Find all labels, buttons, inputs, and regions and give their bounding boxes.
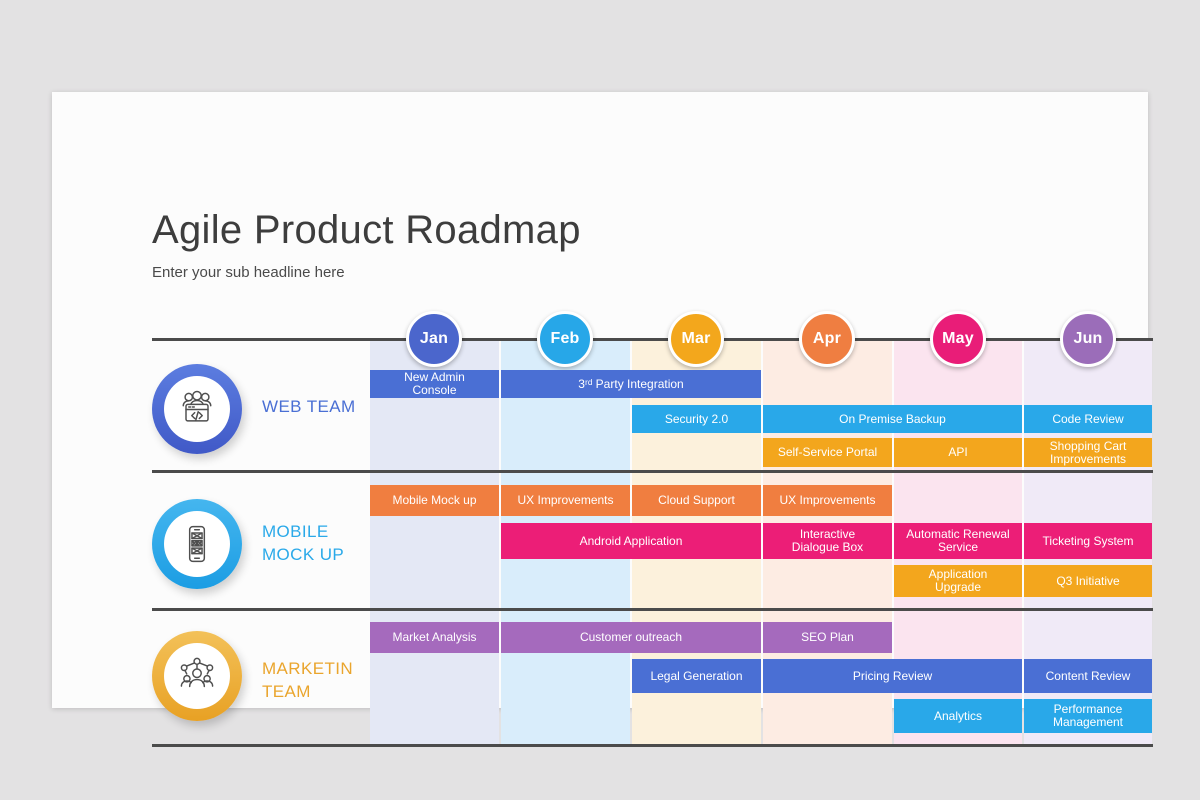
mobile-mockup-icon (188, 525, 206, 563)
row-separator-1 (152, 470, 1153, 473)
month-circle-apr: Apr (799, 311, 855, 367)
bar-pricing-review: Pricing Review (763, 659, 1022, 693)
month-circle-feb: Feb (537, 311, 593, 367)
marketing-team-badge-inner (164, 643, 230, 709)
month-label: May (942, 330, 974, 347)
month-label: Jan (419, 330, 449, 347)
mobile-mockup-badge-inner (164, 511, 230, 577)
team-label-marketing: MARKETIN TEAM (262, 657, 353, 703)
month-circle-jun: Jun (1060, 311, 1116, 367)
bar-self-service-portal: Self-Service Portal (763, 438, 892, 467)
slide-card: Agile Product Roadmap Enter your sub hea… (52, 92, 1153, 747)
bar-ux-improvements-feb: UX Improvements (501, 485, 630, 516)
bar-cloud-support: Cloud Support (632, 485, 761, 516)
bar-content-review: Content Review (1024, 659, 1152, 693)
month-label: Apr (812, 330, 842, 347)
bar-3rd-party-integration: 3ʳᵈ Party Integration (501, 370, 761, 398)
bar-ux-improvements-apr: UX Improvements (763, 485, 892, 516)
month-label: Feb (550, 330, 580, 347)
web-team-badge (152, 364, 242, 454)
team-label-line: MOBILE (262, 522, 329, 541)
team-label-web: WEB TEAM (262, 395, 356, 418)
bar-new-admin-console: New Admin Console (370, 370, 499, 398)
web-team-badge-inner (164, 376, 230, 442)
bar-legal-generation: Legal Generation (632, 659, 761, 693)
slide-title: Agile Product Roadmap (152, 208, 581, 252)
month-circle-mar: Mar (668, 311, 724, 367)
slide-subtitle: Enter your sub headline here (152, 264, 345, 281)
marketing-team-icon (180, 657, 214, 688)
bar-q3-initiative: Q3 Initiative (1024, 565, 1152, 597)
bar-security-20: Security 2.0 (632, 405, 761, 433)
bar-application-upgrade: Application Upgrade (894, 565, 1022, 597)
row-separator-2 (152, 608, 1153, 611)
web-team-icon (182, 390, 212, 422)
team-label-line: TEAM (262, 682, 311, 701)
team-label-mobile: MOBILE MOCK UP (262, 520, 344, 566)
bar-interactive-dialogue-box: Interactive Dialogue Box (763, 523, 892, 559)
mobile-mockup-badge (152, 499, 242, 589)
month-circle-jan: Jan (406, 311, 462, 367)
row-separator-3 (152, 744, 1153, 747)
month-circle-may: May (930, 311, 986, 367)
bar-android-application: Android Application (501, 523, 761, 559)
marketing-team-badge (152, 631, 242, 721)
bar-seo-plan: SEO Plan (763, 622, 892, 653)
month-label: Jun (1073, 330, 1103, 347)
team-label-line: MARKETIN (262, 659, 354, 678)
timeline-line (152, 338, 1153, 341)
column-bg-jan (370, 340, 499, 744)
bar-mobile-mock-up: Mobile Mock up (370, 485, 499, 516)
month-label: Mar (681, 330, 711, 347)
bar-ticketing-system: Ticketing System (1024, 523, 1152, 559)
bar-market-analysis: Market Analysis (370, 622, 499, 653)
bar-on-premise-backup: On Premise Backup (763, 405, 1022, 433)
bar-analytics: Analytics (894, 699, 1022, 733)
bar-performance-management: Performance Management (1024, 699, 1152, 733)
team-label-line: MOCK UP (262, 545, 345, 564)
bar-automatic-renewal-service: Automatic Renewal Service (894, 523, 1022, 559)
bar-api: API (894, 438, 1022, 467)
bar-customer-outreach: Customer outreach (501, 622, 761, 653)
team-label-line: WEB TEAM (262, 397, 356, 416)
bar-shopping-cart-improvements: Shopping Cart Improvements (1024, 438, 1152, 467)
bar-code-review: Code Review (1024, 405, 1152, 433)
